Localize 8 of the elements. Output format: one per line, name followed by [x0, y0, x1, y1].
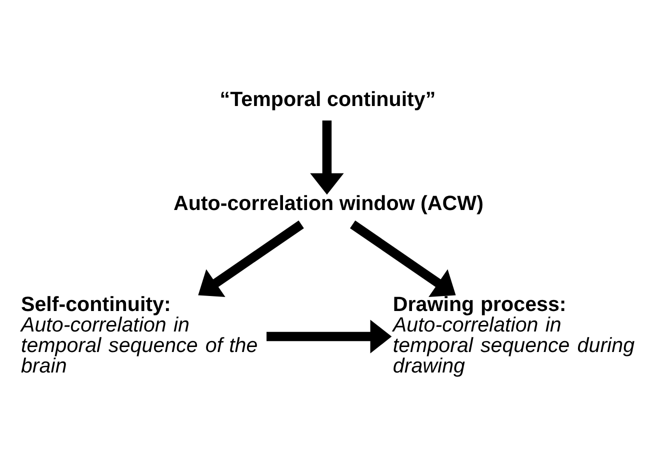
node-text: Drawing process: Auto-correlation in temporal sequence during drawing: [392, 292, 635, 378]
node-text: Auto-correlation window (ACW): [173, 191, 484, 214]
arrow: [198, 220, 304, 296]
node-text: “Temporal continuity”: [220, 87, 436, 110]
arrow: [350, 220, 456, 296]
arrow: [310, 120, 344, 194]
arrow: [266, 319, 392, 353]
node-text: Self-continuity: Auto-correlation in temporal sequence of the brain: [20, 292, 258, 378]
